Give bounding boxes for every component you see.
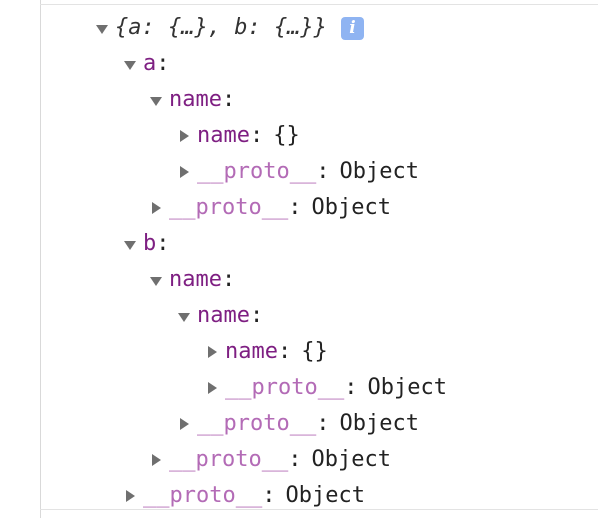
collapse-triangle-icon[interactable]	[124, 490, 136, 502]
collapse-triangle-icon[interactable]	[206, 346, 218, 358]
property-colon: :	[156, 51, 170, 76]
proto-key: __proto__	[197, 159, 317, 184]
tree-row-b[interactable]: b :	[124, 228, 180, 260]
property-key: name	[225, 339, 278, 364]
property-colon: :	[221, 267, 236, 292]
property-value: {}	[301, 339, 328, 364]
tree-row-a-name[interactable]: name :	[150, 84, 245, 116]
property-value: Object	[339, 159, 419, 184]
proto-key: __proto__	[169, 447, 289, 472]
property-colon: :	[344, 375, 358, 400]
tree-row-b-name[interactable]: name :	[150, 264, 245, 296]
property-colon: :	[249, 303, 264, 328]
property-value: {}	[273, 123, 300, 148]
expand-triangle-icon[interactable]	[150, 94, 162, 106]
tree-row-a[interactable]: a :	[124, 48, 180, 80]
property-colon: :	[262, 483, 276, 508]
info-icon[interactable]: i	[340, 16, 364, 40]
property-colon: :	[156, 231, 170, 256]
property-colon: :	[288, 195, 302, 220]
tree-row-b-proto[interactable]: __proto__ : Object	[150, 444, 391, 476]
left-gutter-divider	[40, 0, 41, 518]
property-value: Object	[339, 411, 419, 436]
property-value: Object	[285, 483, 365, 508]
proto-key: __proto__	[143, 483, 263, 508]
tree-row-root-proto[interactable]: __proto__ : Object	[124, 480, 365, 512]
property-key: name	[169, 267, 222, 292]
tree-row-b-name-name-proto[interactable]: __proto__ : Object	[206, 372, 447, 404]
top-divider	[40, 4, 598, 5]
collapse-triangle-icon[interactable]	[178, 166, 190, 178]
property-key: name	[169, 87, 222, 112]
tree-row-root[interactable]: {a: {…}, b: {…}} i	[96, 12, 364, 44]
property-colon: :	[316, 411, 330, 436]
bottom-divider	[40, 509, 598, 510]
property-colon: :	[316, 159, 330, 184]
property-value: Object	[311, 447, 391, 472]
tree-row-a-name-name[interactable]: name : {}	[178, 120, 300, 152]
proto-key: __proto__	[197, 411, 317, 436]
expand-triangle-icon[interactable]	[124, 238, 136, 250]
expand-triangle-icon[interactable]	[150, 274, 162, 286]
expand-triangle-icon[interactable]	[96, 22, 108, 34]
property-key: b	[143, 231, 157, 256]
collapse-triangle-icon[interactable]	[150, 454, 162, 466]
collapse-triangle-icon[interactable]	[178, 418, 190, 430]
property-key: a	[143, 51, 157, 76]
proto-key: __proto__	[225, 375, 345, 400]
expand-triangle-icon[interactable]	[178, 310, 190, 322]
collapse-triangle-icon[interactable]	[206, 382, 218, 394]
proto-key: __proto__	[169, 195, 289, 220]
property-colon: :	[288, 447, 302, 472]
property-value: Object	[367, 375, 447, 400]
property-value: Object	[311, 195, 391, 220]
collapse-triangle-icon[interactable]	[150, 202, 162, 214]
expand-triangle-icon[interactable]	[124, 58, 136, 70]
tree-row-b-name-name[interactable]: name :	[178, 300, 273, 332]
tree-row-b-name-proto[interactable]: __proto__ : Object	[178, 408, 419, 440]
property-key: name	[197, 123, 250, 148]
object-summary: {a: {…}, b: {…}}	[115, 15, 327, 40]
tree-row-b-name-name-name[interactable]: name : {}	[206, 336, 328, 368]
property-colon: :	[221, 87, 236, 112]
property-colon: :	[249, 123, 264, 148]
tree-row-a-proto[interactable]: __proto__ : Object	[150, 192, 391, 224]
property-key: name	[197, 303, 250, 328]
collapse-triangle-icon[interactable]	[178, 130, 190, 142]
tree-row-a-name-proto[interactable]: __proto__ : Object	[178, 156, 419, 188]
property-colon: :	[277, 339, 292, 364]
